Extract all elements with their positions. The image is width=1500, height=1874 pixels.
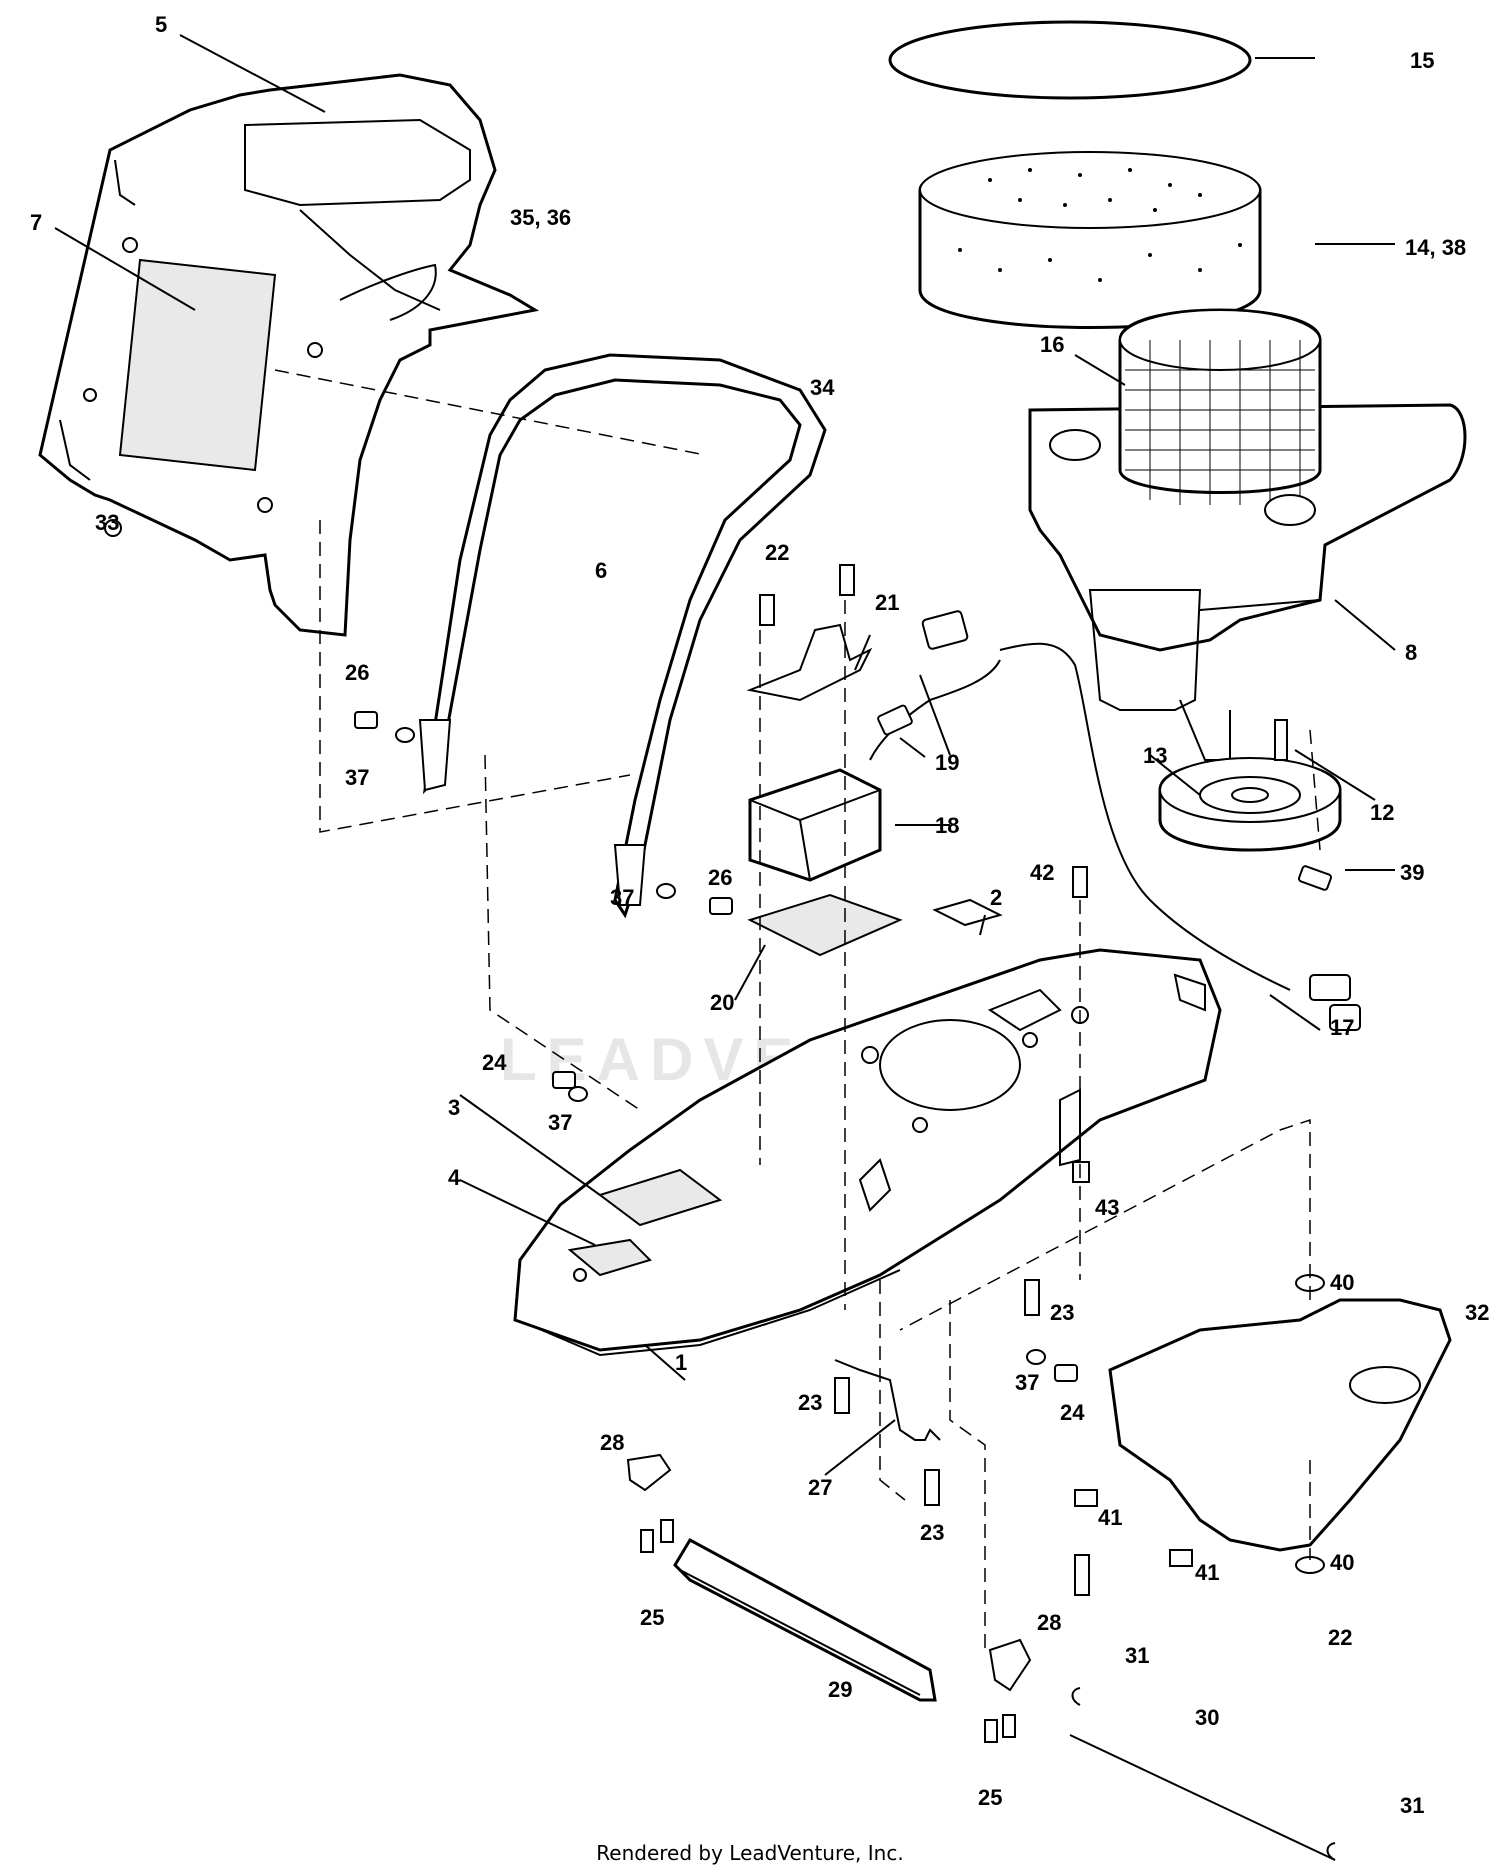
callout-40b: 40 [1330, 1550, 1354, 1575]
callout-30: 30 [1195, 1705, 1219, 1730]
callout-19: 19 [935, 750, 959, 775]
callout-28b: 28 [1037, 1610, 1061, 1635]
callout-8: 8 [1405, 640, 1417, 665]
bolt-22-part [759, 564, 855, 626]
callout-21: 21 [875, 590, 899, 615]
leader-lines [54, 34, 1396, 1476]
callout-23a: 23 [1050, 1300, 1074, 1325]
engine-part [1028, 308, 1467, 761]
mounting-bar-part [673, 1537, 937, 1702]
callout-22a: 22 [765, 540, 789, 565]
alignment-dashed-lines [274, 369, 1321, 1650]
callout-18: 18 [935, 813, 959, 838]
footer-credit: Rendered by LeadVenture, Inc. [596, 1841, 903, 1865]
callout-29: 29 [828, 1677, 852, 1702]
callout-37a: 37 [345, 765, 369, 790]
frame-deck-part [513, 948, 1222, 1357]
battery-bracket-part [746, 623, 873, 702]
bracket-28b-part [988, 1638, 1032, 1692]
callout-2: 2 [990, 885, 1002, 910]
callout-22b: 22 [1328, 1625, 1352, 1650]
bracket-28a-part [626, 1453, 672, 1492]
callout-28a: 28 [600, 1430, 624, 1455]
callout-40a: 40 [1330, 1270, 1354, 1295]
battery-part [748, 768, 882, 882]
callout-12: 12 [1370, 800, 1394, 825]
callout-26b: 26 [708, 865, 732, 890]
callout-39: 39 [1400, 860, 1424, 885]
callout-3: 3 [448, 1095, 460, 1120]
handle-bar-part [418, 353, 827, 919]
callout-17: 17 [1330, 1015, 1354, 1040]
callout-33: 33 [95, 510, 119, 535]
callout-37b: 37 [610, 885, 634, 910]
callout-32: 32 [1465, 1300, 1489, 1325]
callout-37d: 37 [1015, 1370, 1039, 1395]
hardware-parts [104, 519, 1336, 1861]
callout-1: 1 [675, 1350, 687, 1375]
callout-labels: 5 7 35, 36 34 33 6 15 14, 38 16 8 22 21 … [30, 12, 1489, 1818]
callout-42: 42 [1030, 860, 1054, 885]
callout-43: 43 [1095, 1195, 1119, 1220]
belt-guard-part [1108, 1298, 1452, 1552]
callout-24b: 24 [1060, 1400, 1085, 1425]
callout-26a: 26 [345, 660, 369, 685]
callout-35-36: 35, 36 [510, 205, 571, 230]
callout-31a: 31 [1125, 1643, 1149, 1668]
callout-27: 27 [808, 1475, 832, 1500]
callout-25a: 25 [640, 1605, 664, 1630]
callout-25b: 25 [978, 1785, 1002, 1810]
callout-23c: 23 [920, 1520, 944, 1545]
callout-16: 16 [1040, 332, 1064, 357]
link-rod-part [834, 1359, 941, 1441]
key-part [1274, 719, 1288, 761]
callout-31b: 31 [1400, 1793, 1424, 1818]
air-filter-assembly-part [888, 20, 1262, 329]
callout-14-38: 14, 38 [1405, 235, 1466, 260]
callout-41b: 41 [1195, 1560, 1219, 1585]
body-shell-part [38, 73, 540, 637]
callout-20: 20 [710, 990, 734, 1015]
pulley-part [1158, 757, 1342, 852]
rod-part [1069, 1734, 1336, 1861]
callout-37c: 37 [548, 1110, 572, 1135]
callout-24a: 24 [482, 1050, 507, 1075]
callout-6: 6 [595, 558, 607, 583]
callout-41a: 41 [1098, 1505, 1122, 1530]
callout-13: 13 [1143, 743, 1167, 768]
set-screw-part [1298, 865, 1332, 891]
callout-4: 4 [448, 1165, 461, 1190]
wire-harness-part [869, 610, 1361, 1031]
callout-15: 15 [1410, 48, 1434, 73]
battery-tray-part [747, 893, 903, 957]
callout-7: 7 [30, 210, 42, 235]
callout-23b: 23 [798, 1390, 822, 1415]
callout-5: 5 [155, 12, 167, 37]
callout-34: 34 [810, 375, 835, 400]
